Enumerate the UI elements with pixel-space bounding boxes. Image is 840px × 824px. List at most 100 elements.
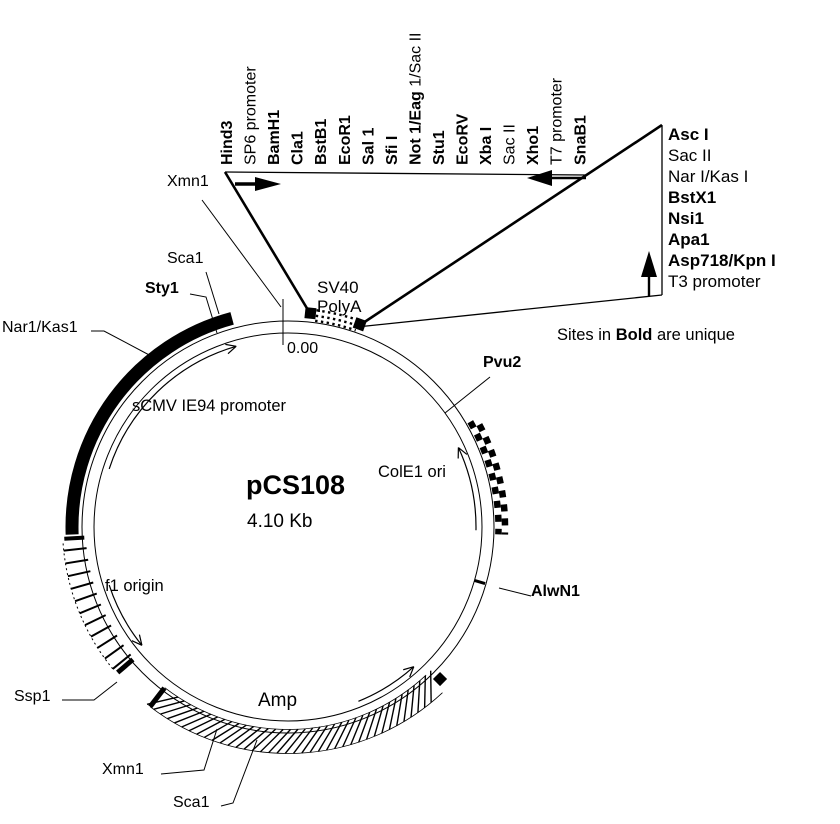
site-tick-marker — [64, 535, 85, 541]
feature-amp-hatch-tick — [227, 725, 254, 746]
leader-xmn1-bottom — [160, 728, 218, 775]
feature-amp-hatch-tick — [243, 728, 269, 750]
feature-f1-hatch-tick — [112, 653, 132, 670]
unique-sites-note: Sites in Bold are unique — [557, 326, 735, 344]
polylinker-site-label: EcoR1 — [337, 115, 354, 165]
feature-amp-hatch-tick — [188, 716, 219, 732]
polylinker-site-label: Not 1/Eag 1/Sac II — [407, 32, 424, 165]
amp-direction-arrow — [358, 666, 415, 702]
feature-amp-hatch-tick — [235, 727, 262, 748]
amp-start-marker — [148, 686, 167, 709]
leader-sca1-bottom — [220, 739, 258, 807]
feature-amp-hatch-tick — [410, 685, 415, 718]
feature-amp-hatch-tick — [259, 728, 284, 753]
feature-amp-hatch-tick — [373, 705, 384, 737]
feature-f1-band-outline — [62, 542, 114, 670]
polylinker-site-label: BamH1 — [266, 110, 283, 165]
feature-amp-hatch-tick — [181, 713, 212, 728]
scmv-direction-arrow-head — [227, 345, 237, 355]
site-label-xmn1-top: Xmn1 — [167, 173, 209, 190]
feature-label-f1-origin: f1 origin — [105, 577, 164, 595]
amp-end-marker — [432, 671, 448, 687]
polylinker-site-label: T7 promoter — [549, 77, 566, 165]
feature-amp-hatch-tick — [334, 719, 350, 749]
wedge-left-edge — [223, 171, 313, 316]
feature-amp-hatch-tick — [342, 717, 357, 748]
feature-scmv-promoter-band — [65, 312, 234, 535]
polylinker-site-label: EcoRV — [455, 113, 472, 165]
feature-f1-hatch-tick — [67, 570, 91, 578]
feature-f1-hatch-tick — [79, 603, 102, 615]
f1-direction-arrow-head — [131, 640, 143, 646]
feature-amp-hatch-tick — [196, 718, 226, 735]
cole1-direction-arrow — [457, 447, 477, 531]
note-suffix: are unique — [652, 326, 735, 344]
fan-line-upper — [356, 123, 663, 329]
fan-line-lower — [356, 294, 663, 328]
f1-direction-arrow — [108, 584, 143, 646]
site-label-sca1-top: Sca1 — [167, 250, 204, 267]
feature-label-amp: Amp — [258, 690, 298, 711]
feature-amp-hatch-tick — [350, 714, 364, 745]
leader-alwn1 — [498, 587, 532, 597]
f1-direction-arrow-head — [138, 634, 143, 646]
feature-f1-hatch-tick — [63, 547, 87, 552]
backbone-inner-circle — [93, 332, 483, 722]
plasmid-name: pCS108 — [246, 470, 346, 500]
right-site-item: Apa1 — [668, 230, 710, 249]
t3-promoter-arrow-icon — [641, 251, 657, 277]
feature-amp-hatch-tick — [284, 728, 306, 754]
feature-f1-hatch-tick — [65, 558, 89, 565]
t7-promoter-arrow-icon — [527, 170, 552, 186]
feature-f1-hatch-tick — [90, 624, 112, 638]
feature-amp-hatch-tick — [403, 689, 409, 722]
alwn1-site-marker — [474, 579, 486, 585]
feature-label-sv40-polya: SV40 PolyA — [317, 278, 361, 316]
feature-amp-hatch-tick — [309, 725, 328, 753]
note-prefix: Sites in — [557, 326, 616, 344]
plasmid-size: 4.10 Kb — [247, 511, 313, 532]
feature-f1-hatch-tick — [74, 592, 98, 603]
right-site-item: Nsi1 — [668, 209, 704, 228]
polylinker-site-label: BstB1 — [313, 119, 330, 165]
leader-nar1-kas1 — [91, 330, 154, 358]
sv40-line2: PolyA — [317, 297, 362, 316]
feature-amp-hatch-tick — [317, 723, 336, 752]
feature-sv40-polya-stipple — [314, 319, 357, 332]
feature-amp-hatch-tick — [417, 680, 421, 713]
site-label-sty1: Sty1 — [145, 280, 179, 297]
feature-amp-hatch-tick — [365, 708, 378, 740]
position-zero-label: 0.00 — [287, 340, 319, 357]
feature-f1-hatch-tick — [70, 581, 94, 590]
polylinker-site-label: Xba I — [478, 127, 495, 165]
polylinker-site-label: Hind3 — [219, 120, 236, 165]
feature-amp-hatch-tick — [276, 728, 299, 754]
right-site-item: Sac II — [668, 146, 712, 165]
leader-xmn1-top — [201, 199, 282, 308]
scmv-direction-arrow-head — [225, 343, 237, 347]
feature-label-scmv-promoter: sCMV IE94 promoter — [132, 397, 287, 415]
feature-amp-hatch-tick — [211, 722, 240, 741]
feature-amp-hatch-tick — [268, 729, 291, 754]
feature-amp-hatch-tick — [301, 726, 321, 754]
polylinker-site-label: Stu1 — [431, 130, 448, 165]
site-label-xmn1-bottom: Xmn1 — [102, 761, 144, 778]
amp-direction-arrow-head — [409, 666, 415, 678]
polylinker-site-label: Xho1 — [525, 126, 542, 165]
polylinker-site-label: Sfi I — [384, 136, 401, 165]
feature-amp-hatch-tick — [423, 675, 427, 708]
scmv-direction-arrow — [108, 345, 237, 470]
feature-amp-band-outline — [149, 692, 443, 754]
feature-amp-hatch-tick — [160, 703, 191, 715]
sp6-promoter-arrow-icon — [255, 177, 281, 191]
feature-amp-hatch-tick — [153, 700, 185, 710]
site-label-nar1-kas1: Nar1/Kas1 — [2, 319, 78, 336]
amp-direction-arrow-head — [403, 666, 414, 671]
feature-amp-hatch-tick — [167, 707, 198, 720]
site-label-alwn1: AlwN1 — [531, 583, 580, 600]
feature-amp-hatch-tick — [251, 728, 277, 752]
feature-amp-hatch-tick — [381, 702, 391, 734]
right-site-item: Nar I/Kas I — [668, 167, 749, 186]
leader-ssp1 — [62, 681, 118, 701]
